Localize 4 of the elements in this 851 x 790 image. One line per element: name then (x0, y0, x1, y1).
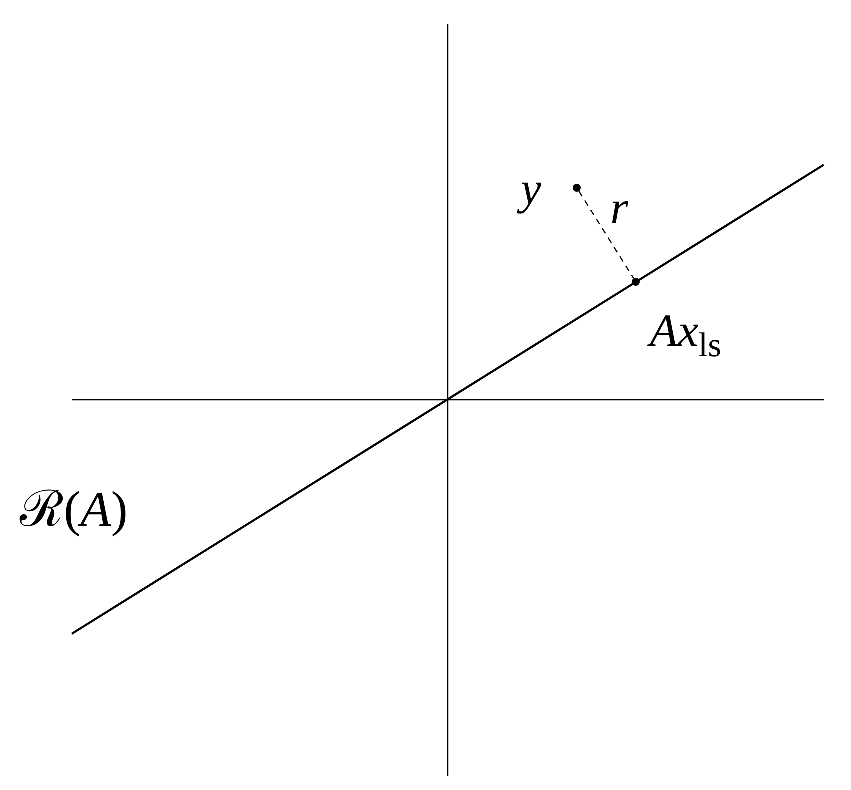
range-label: ℛ(A) (20, 484, 128, 534)
point-dot (573, 184, 581, 192)
point-dot (632, 278, 640, 286)
dashed-line (578, 191, 634, 279)
